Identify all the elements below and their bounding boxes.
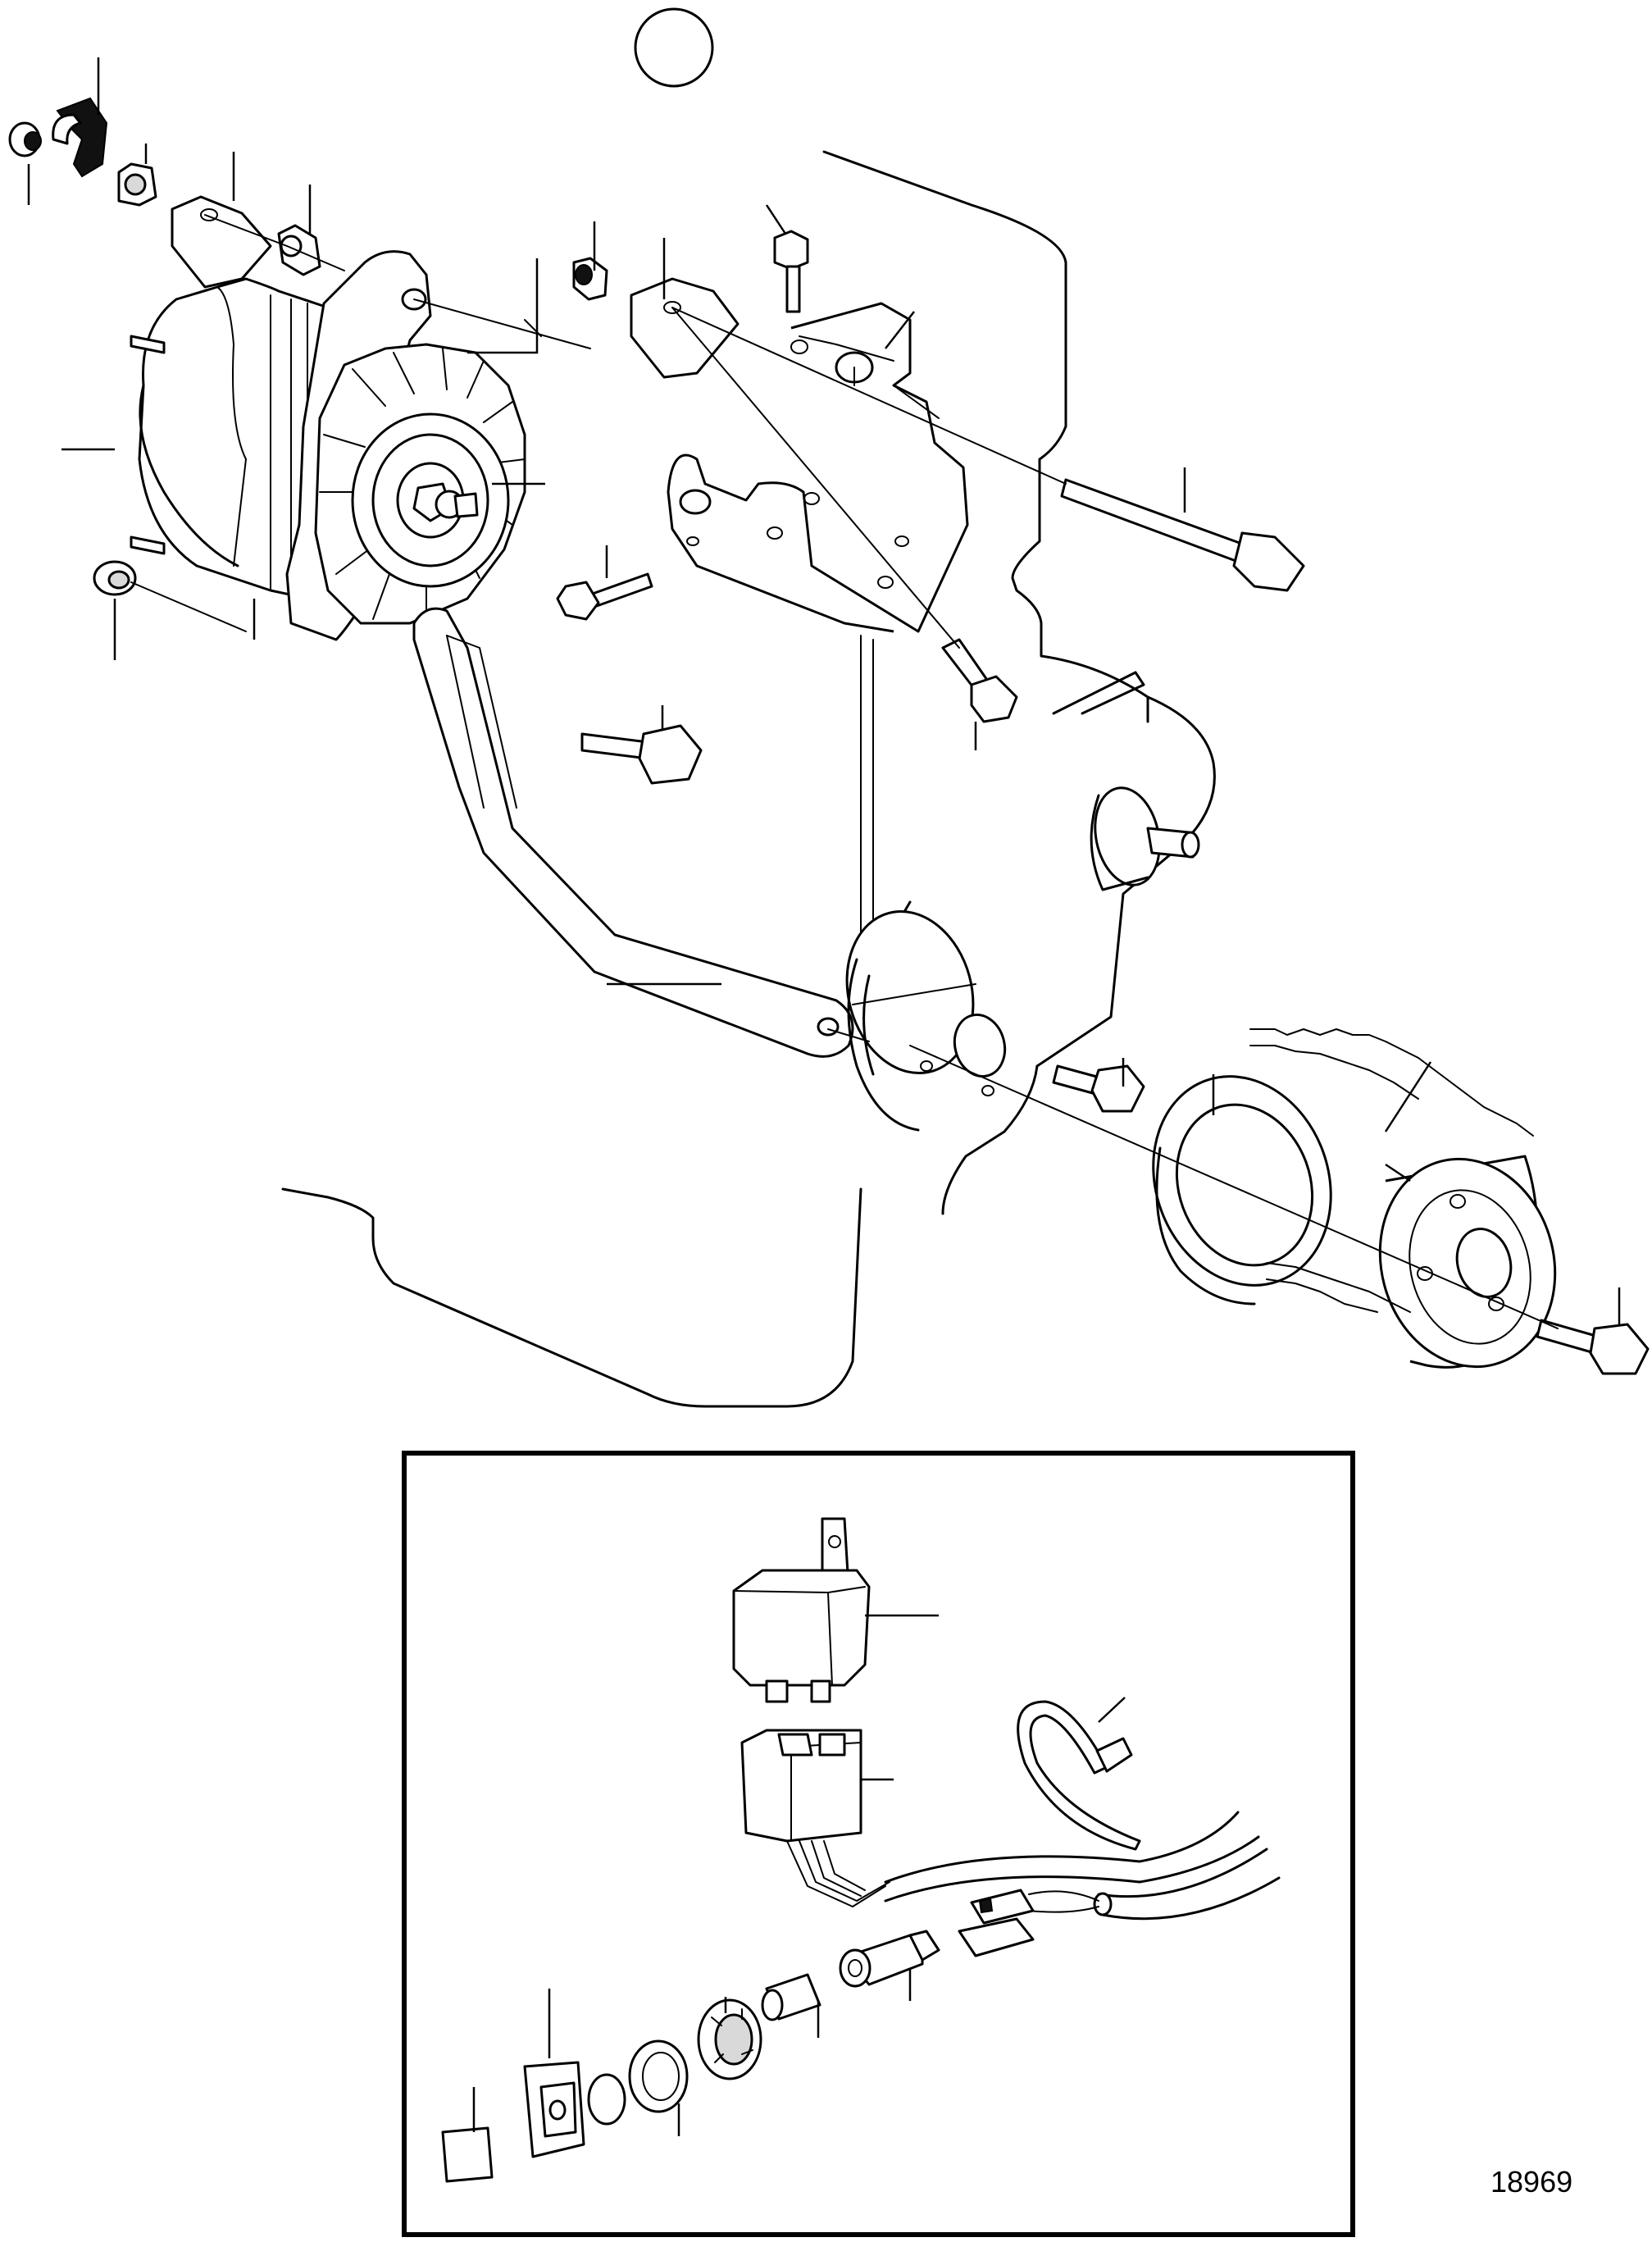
relay [734, 1519, 869, 1702]
flange-bolt-top [775, 231, 808, 312]
plug-connector [959, 1890, 1033, 1956]
switch-plunger [762, 1975, 820, 2020]
cable-tie [1018, 1702, 1140, 1849]
adjusting-arm-bolt [582, 726, 701, 783]
inset-leader-lines [474, 1615, 1125, 2136]
rubber-bushing-left [172, 197, 271, 287]
pulley-bolt [1054, 1066, 1144, 1111]
washer-top-left [10, 123, 41, 156]
assembly-centre-lines [131, 215, 1558, 1328]
flange-bolt-bracket-left [557, 574, 652, 619]
engine-block-outline [283, 152, 1214, 1406]
nut-top-left [119, 164, 156, 205]
long-through-bolt [1062, 480, 1304, 590]
idler-pulley [1086, 782, 1199, 891]
switch-housing [840, 1931, 939, 1986]
sealing-washer [630, 2041, 687, 2112]
alternator-mounting-bracket [668, 303, 967, 992]
cable-clamp [53, 98, 107, 176]
relay-socket-connector [742, 1730, 890, 1907]
leader-lines [29, 57, 1619, 1324]
damper-ring [1125, 1051, 1359, 1310]
adjusting-arm [414, 608, 853, 1056]
washer-alternator-lower [94, 562, 135, 595]
timing-belt [1250, 1029, 1533, 1312]
engine-port-circle [635, 9, 712, 86]
spacer-sleeve-right [574, 258, 607, 299]
figure-number: 18969 [1490, 2165, 1573, 2199]
switch-body [525, 2062, 625, 2157]
retaining-ring [699, 2000, 761, 2079]
alternator [131, 252, 525, 640]
crankshaft-pulley [830, 897, 1012, 1130]
drive-pulley [1357, 1139, 1577, 1387]
protective-cap [443, 2128, 492, 2181]
drive-pulley-bolt [1537, 1320, 1648, 1374]
rubber-bushing-right [631, 279, 738, 377]
inset-detail-box [404, 1453, 1353, 2235]
flange-bolt-bracket-right [943, 640, 1017, 722]
spacer-sleeve-left [279, 226, 320, 275]
wiring-cable [885, 1812, 1279, 1919]
